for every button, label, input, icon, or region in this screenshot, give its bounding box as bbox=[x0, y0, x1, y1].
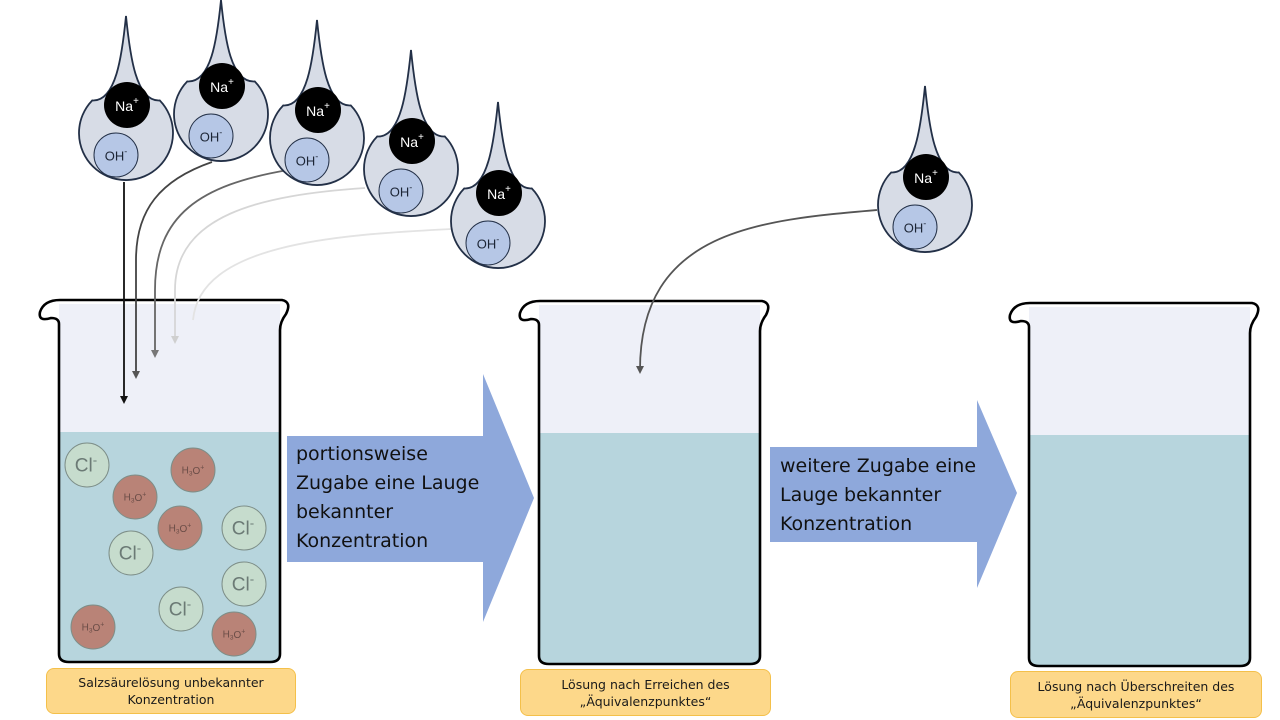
svg-text:OH-: OH- bbox=[105, 146, 128, 163]
chloride-ion: Cl- bbox=[221, 561, 267, 607]
svg-text:H3O+: H3O+ bbox=[124, 491, 147, 504]
hydroxide-ion: OH- bbox=[892, 204, 938, 250]
svg-text:Cl-: Cl- bbox=[75, 452, 97, 477]
svg-text:H3O+: H3O+ bbox=[82, 621, 105, 634]
beaker-outline bbox=[1008, 301, 1260, 668]
hydroxide-ion: OH- bbox=[465, 220, 511, 266]
svg-text:Cl-: Cl- bbox=[232, 571, 254, 596]
chloride-ion: Cl- bbox=[221, 505, 267, 551]
svg-text:H3O+: H3O+ bbox=[169, 522, 192, 535]
flow-arrow-3 bbox=[151, 169, 289, 358]
svg-text:Cl-: Cl- bbox=[169, 596, 191, 621]
svg-text:OH-: OH- bbox=[904, 218, 927, 235]
hydronium-ion: H3O+ bbox=[70, 604, 116, 650]
hydronium-ion: H3O+ bbox=[170, 447, 216, 493]
hydroxide-ion: OH- bbox=[93, 132, 139, 178]
sodium-ion: Na+ bbox=[389, 118, 435, 164]
beaker-outline bbox=[518, 299, 770, 666]
naoh-droplet: Na+ OH- bbox=[78, 15, 174, 181]
svg-text:Cl-: Cl- bbox=[232, 515, 254, 540]
flow-arrow-single bbox=[636, 209, 878, 374]
beaker-outline bbox=[38, 298, 290, 664]
hydronium-ion: H3O+ bbox=[211, 611, 257, 657]
beaker-2 bbox=[518, 299, 770, 666]
svg-text:H3O+: H3O+ bbox=[182, 464, 205, 477]
beaker-air bbox=[539, 305, 760, 433]
chloride-ion: Cl- bbox=[158, 586, 204, 632]
flow-arrow-5 bbox=[192, 228, 453, 321]
svg-text:OH-: OH- bbox=[390, 182, 413, 199]
naoh-droplet: Na+ OH- bbox=[363, 49, 459, 217]
flow-arrow-2 bbox=[132, 161, 213, 379]
hydronium-ion: H3O+ bbox=[157, 505, 203, 551]
sodium-ion: Na+ bbox=[903, 154, 949, 200]
process-arrow-1 bbox=[287, 374, 534, 622]
beaker-air bbox=[1029, 307, 1250, 435]
hydroxide-ion: OH- bbox=[284, 137, 330, 183]
beaker-3 bbox=[1008, 301, 1260, 668]
hydroxide-ion: OH- bbox=[188, 113, 234, 159]
svg-text:H3O+: H3O+ bbox=[223, 628, 246, 641]
caption-beaker-2: Lösung nach Erreichen des „Äquivalenzpun… bbox=[520, 669, 771, 716]
svg-text:OH-: OH- bbox=[200, 127, 223, 144]
beaker-air bbox=[59, 304, 280, 432]
svg-text:OH-: OH- bbox=[296, 151, 319, 168]
process-arrow-2 bbox=[770, 400, 1017, 588]
particles: Cl- H3O+ H3O+ H3O+ Cl- Cl- Cl- Cl- H3O+ H3O+ bbox=[64, 442, 267, 657]
process-arrow-1-label: portionsweise Zugabe eine Lauge bekannte… bbox=[296, 443, 480, 552]
sodium-ion: Na+ bbox=[295, 87, 341, 133]
chloride-ion: Cl- bbox=[108, 530, 154, 576]
naoh-droplet: Na+ OH- bbox=[877, 85, 973, 253]
svg-text:OH-: OH- bbox=[477, 234, 500, 251]
sodium-ion: Na+ bbox=[476, 170, 522, 216]
svg-text:Cl-: Cl- bbox=[119, 540, 141, 565]
process-arrow-2-label: weitere Zugabe eine Lauge bekannter Konz… bbox=[780, 455, 977, 535]
flow-arrow-4 bbox=[171, 187, 366, 344]
naoh-droplet: Na+ OH- bbox=[269, 19, 365, 186]
caption-beaker-1: Salzsäurelösung unbekannter Konzentratio… bbox=[46, 668, 296, 714]
naoh-droplet: Na+ OH- bbox=[173, 0, 269, 162]
beaker-liquid bbox=[1029, 435, 1250, 666]
hydroxide-ion: OH- bbox=[378, 168, 424, 214]
hydronium-ion: H3O+ bbox=[112, 474, 158, 520]
beaker-liquid bbox=[539, 433, 760, 664]
naoh-droplet: Na+ OH- bbox=[450, 101, 546, 269]
chloride-ion: Cl- bbox=[64, 442, 110, 488]
flow-arrows bbox=[120, 161, 878, 404]
caption-beaker-3: Lösung nach Überschreiten des „Äquivalen… bbox=[1010, 671, 1262, 718]
sodium-ion: Na+ bbox=[104, 82, 150, 128]
sodium-ion: Na+ bbox=[199, 63, 245, 109]
